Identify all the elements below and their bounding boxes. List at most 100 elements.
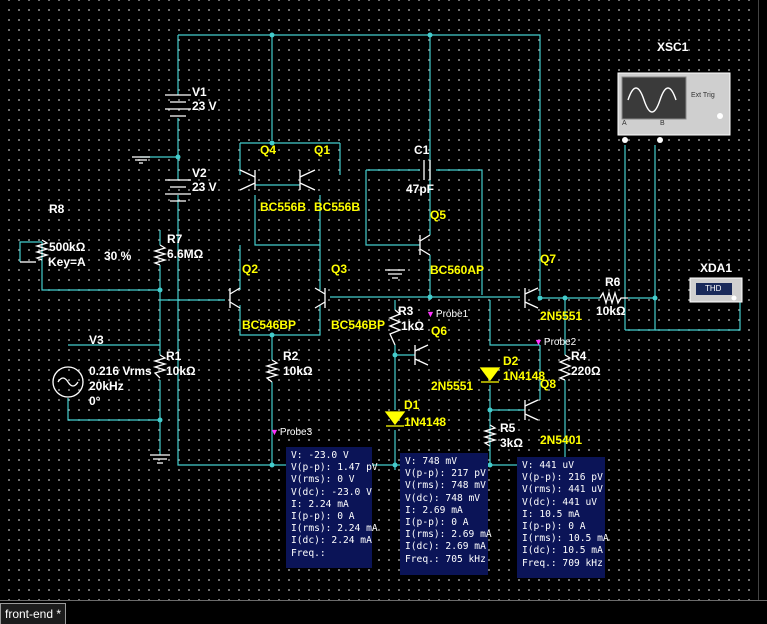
q7-name: Q7	[540, 252, 557, 266]
q1-symbol	[299, 169, 316, 191]
v1-value: 23 V	[192, 99, 217, 113]
v3-value-2: 20kHz	[89, 379, 124, 393]
r4-symbol	[558, 354, 572, 381]
r7-value: 6.6MΩ	[167, 247, 204, 261]
probe1-name: Probe1	[435, 309, 469, 320]
q6-part: 2N5551	[431, 379, 474, 393]
r5-symbol	[482, 424, 498, 447]
readout-line: V(dc): 441 uV	[522, 496, 598, 508]
readout-line: I: 2.24 mA	[291, 498, 349, 510]
q6-symbol	[414, 344, 429, 366]
readout-line: V(rms): 441 uV	[522, 484, 603, 496]
q8-name: Q8	[540, 377, 557, 391]
xsc1-wave	[627, 87, 677, 113]
tab-front-end[interactable]: front-end *	[0, 603, 67, 624]
probe1-marker-icon: ▼	[426, 309, 435, 319]
readout-line: V: 748 mV	[405, 456, 457, 467]
readout-line: V(p-p): 1.47 pV	[291, 462, 378, 474]
v3-name: V3	[89, 333, 104, 347]
q2-name: Q2	[242, 262, 259, 276]
r8-key: Key=A	[48, 255, 86, 269]
q2-part: BC546BP	[242, 318, 297, 332]
r4-name: R4	[571, 349, 587, 363]
xsc1-screen	[621, 76, 687, 120]
wire-xda	[655, 297, 741, 331]
tab-label: front-end *	[5, 607, 62, 621]
readout-line: I(p-p): 0 A	[291, 511, 355, 523]
d1-symbol	[384, 411, 406, 427]
r8-symbol	[34, 239, 50, 261]
q6-name: Q6	[431, 324, 448, 338]
xda1-display	[696, 283, 732, 295]
xda1-label: XDA1	[700, 261, 733, 275]
r7-symbol	[152, 244, 168, 266]
xsc1-label: XSC1	[657, 40, 689, 54]
readout-line: I(dc): 10.5 mA	[522, 545, 603, 557]
ground-r3	[385, 269, 405, 279]
r5-name: R5	[500, 421, 516, 435]
v1-battery-symbol	[165, 94, 191, 117]
r5-value: 3kΩ	[500, 436, 523, 450]
xsc1-ext-trig-label: Ext Trig	[691, 92, 715, 99]
q5-part: BC560AP	[430, 263, 485, 277]
r3-symbol	[388, 309, 402, 346]
vertical-scrollbar[interactable]	[758, 0, 767, 600]
v3-source-symbol	[52, 366, 84, 398]
r2-value: 10kΩ	[283, 364, 313, 378]
readout-line: Freq.: 709 kHz	[522, 557, 603, 569]
q3-symbol	[314, 287, 326, 309]
readout-line: I(p-p): 0 A	[405, 517, 469, 529]
readout-line: V(rms): 0 V	[291, 474, 355, 486]
schematic-canvas[interactable]: XSC1 Ext Trig A B XDA1 THD V1 23 V V2 23…	[0, 0, 767, 600]
v3-value-3: 0°	[89, 394, 101, 408]
wire-tail	[239, 305, 321, 336]
r2-name: R2	[283, 349, 299, 363]
q2-symbol	[229, 287, 241, 309]
c1-value: 47pF	[406, 182, 435, 196]
readout-line: V(p-p): 217 pV	[405, 468, 486, 480]
xda1-thd-label: THD	[705, 284, 722, 293]
r6-name: R6	[605, 275, 621, 289]
q4-name: Q4	[260, 143, 277, 157]
probe2-name: Probe2	[543, 337, 577, 348]
probe3-marker-icon: ▼	[270, 427, 279, 437]
readout-line: I(p-p): 0 A	[522, 521, 586, 533]
r1-symbol	[152, 354, 168, 379]
d2-part: 1N4148	[503, 369, 546, 383]
document-tab-bar: front-end *	[0, 600, 767, 624]
xsc1-a-label: A	[622, 120, 627, 127]
q7-symbol	[524, 287, 539, 309]
probe3-readout: V: -23.0 V V(p-p): 1.47 pV V(rms): 0 V V…	[286, 447, 378, 568]
q3-name: Q3	[331, 262, 348, 276]
probe2-label[interactable]: ▼Probe2	[534, 337, 576, 348]
q8-part: 2N5401	[540, 433, 583, 447]
wire-top-rail	[178, 34, 541, 295]
q8-symbol	[524, 399, 539, 421]
wire-r8-left	[41, 242, 160, 291]
r3-name: R3	[398, 304, 414, 318]
readout-line: I(dc): 2.24 mA	[291, 535, 372, 547]
d1-part: 1N4148	[404, 415, 447, 429]
v2-value: 23 V	[192, 180, 217, 194]
q1-name: Q1	[314, 143, 331, 157]
v3-sine-glyph	[57, 377, 79, 387]
wire-mirror-sides	[239, 143, 341, 175]
probe3-label[interactable]: ▼Probe3	[270, 427, 312, 438]
v1-name: V1	[192, 85, 207, 99]
r8-value: 500kΩ	[49, 240, 86, 254]
v3-value-1: 0.216 Vrms	[89, 364, 152, 378]
readout-line: I(dc): 2.69 mA	[405, 541, 486, 553]
readout-line: I(rms): 10.5 mA	[522, 533, 609, 545]
ground-left	[150, 454, 170, 464]
wire-c1	[366, 169, 483, 295]
readout-line: I(rms): 2.69 mA	[405, 529, 492, 541]
probe1-label[interactable]: ▼Probe1	[426, 309, 468, 320]
circuit-diagram	[19, 32, 743, 470]
q7-part: 2N5551	[540, 309, 583, 323]
wire-mirror-bottom	[254, 195, 321, 246]
readout-line: V: 441 uV	[522, 460, 574, 471]
readout-line: V: -23.0 V	[291, 450, 349, 461]
probe3-name: Probe3	[279, 427, 313, 438]
q4-part: BC556B	[260, 200, 307, 214]
readout-line: V(dc): 748 mV	[405, 492, 481, 504]
